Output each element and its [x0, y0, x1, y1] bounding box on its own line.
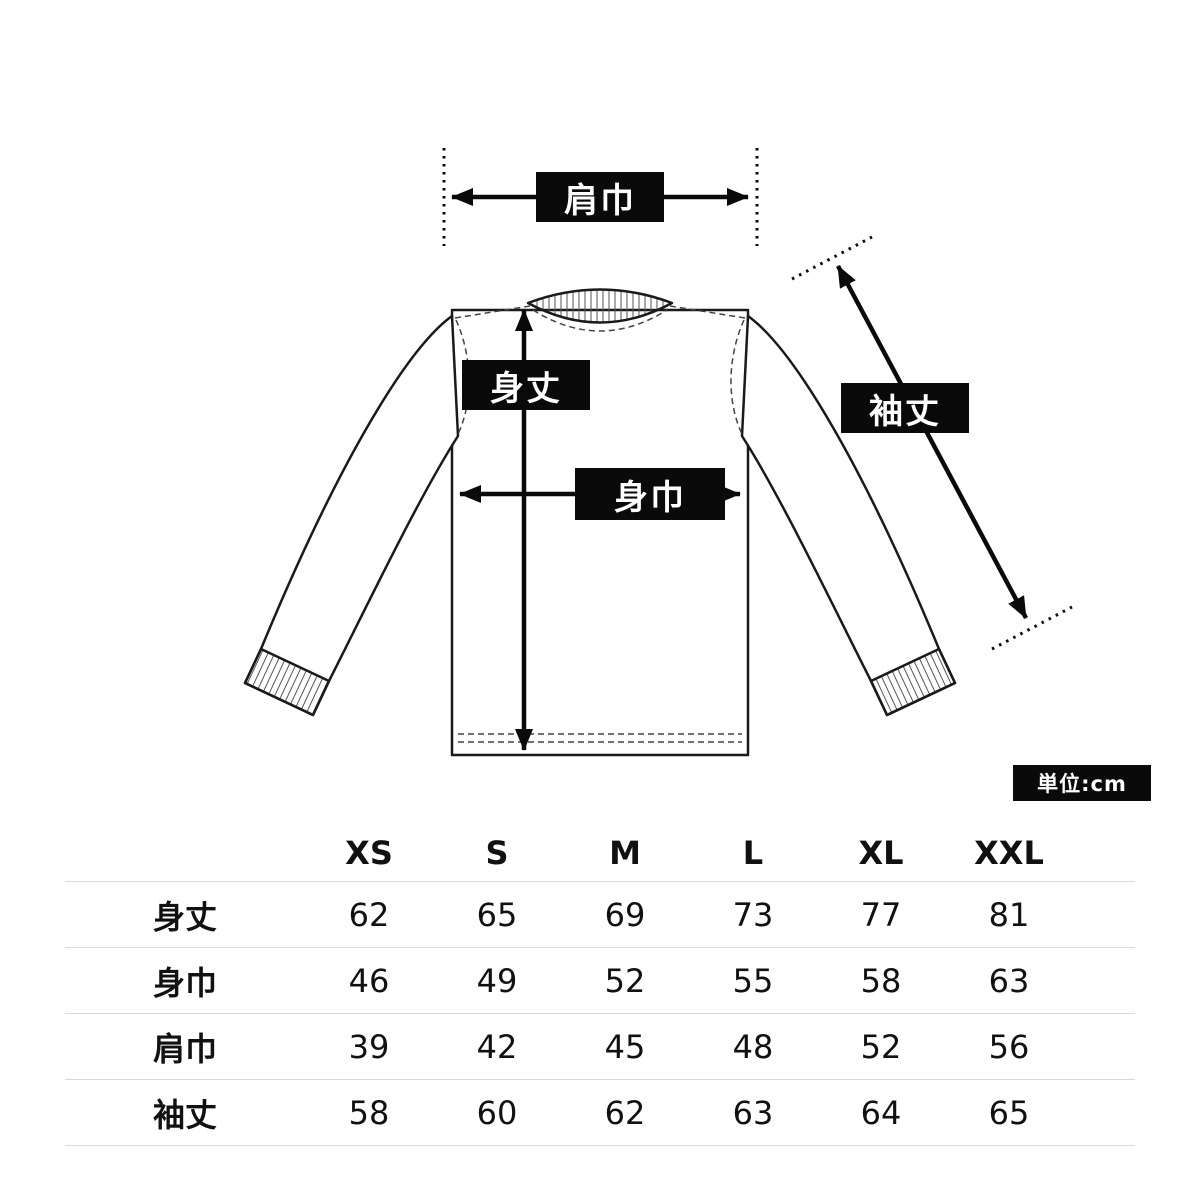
- size-cell: 63: [988, 961, 1030, 1000]
- table-row-body-length: 身丈 62 65 69 73 77 81: [65, 882, 1135, 948]
- size-cell: 58: [348, 1093, 390, 1132]
- size-cell: 42: [476, 1027, 518, 1066]
- long-sleeve-shirt-drawing: [243, 288, 957, 757]
- body-width-label: 身巾: [575, 468, 725, 520]
- col-header-m: M: [609, 833, 641, 872]
- sleeve-length-label: 袖丈: [841, 383, 969, 433]
- right-cuff-rib: [869, 647, 957, 717]
- unit-badge: 単位:cm: [1013, 765, 1151, 801]
- size-table-header-row: XS S M L XL XXL: [65, 824, 1135, 882]
- measurement-guides: [442, 148, 1073, 651]
- size-cell: 73: [732, 895, 774, 934]
- sleeve-length-arrow: [836, 264, 1028, 620]
- size-cell: 62: [348, 895, 390, 934]
- size-cell: 58: [860, 961, 902, 1000]
- collar-rib: [526, 288, 674, 324]
- table-row-sleeve-length: 袖丈 58 60 62 63 64 65: [65, 1080, 1135, 1146]
- size-cell: 46: [348, 961, 390, 1000]
- left-cuff-rib: [243, 647, 331, 717]
- size-cell: 62: [604, 1093, 646, 1132]
- col-header-xl: XL: [858, 833, 904, 872]
- size-cell: 69: [604, 895, 646, 934]
- size-table: XS S M L XL XXL 身丈 62 65 69 73 77 81 身巾 …: [65, 824, 1135, 1146]
- shoulder-width-label: 肩巾: [536, 172, 664, 222]
- size-cell: 81: [988, 895, 1030, 934]
- size-cell: 77: [860, 895, 902, 934]
- size-cell: 45: [604, 1027, 646, 1066]
- size-cell: 55: [732, 961, 774, 1000]
- col-header-xs: XS: [345, 833, 393, 872]
- size-cell: 52: [604, 961, 646, 1000]
- size-cell: 65: [988, 1093, 1030, 1132]
- row-label: 身丈: [152, 897, 217, 936]
- size-cell: 48: [732, 1027, 774, 1066]
- size-cell: 52: [860, 1027, 902, 1066]
- table-row-shoulder-width: 肩巾 39 42 45 48 52 56: [65, 1014, 1135, 1080]
- row-label: 身巾: [152, 963, 217, 1002]
- col-header-xxl: XXL: [974, 833, 1044, 872]
- col-header-s: S: [485, 833, 509, 872]
- size-cell: 63: [732, 1093, 774, 1132]
- row-label: 袖丈: [152, 1095, 217, 1134]
- table-row-body-width: 身巾 46 49 52 55 58 63: [65, 948, 1135, 1014]
- size-cell: 65: [476, 895, 518, 934]
- body-length-label: 身丈: [462, 360, 590, 410]
- size-cell: 56: [988, 1027, 1030, 1066]
- row-label: 肩巾: [152, 1029, 217, 1068]
- col-header-l: L: [742, 833, 764, 872]
- size-cell: 49: [476, 961, 518, 1000]
- size-cell: 60: [476, 1093, 518, 1132]
- size-cell: 64: [860, 1093, 902, 1132]
- size-cell: 39: [348, 1027, 390, 1066]
